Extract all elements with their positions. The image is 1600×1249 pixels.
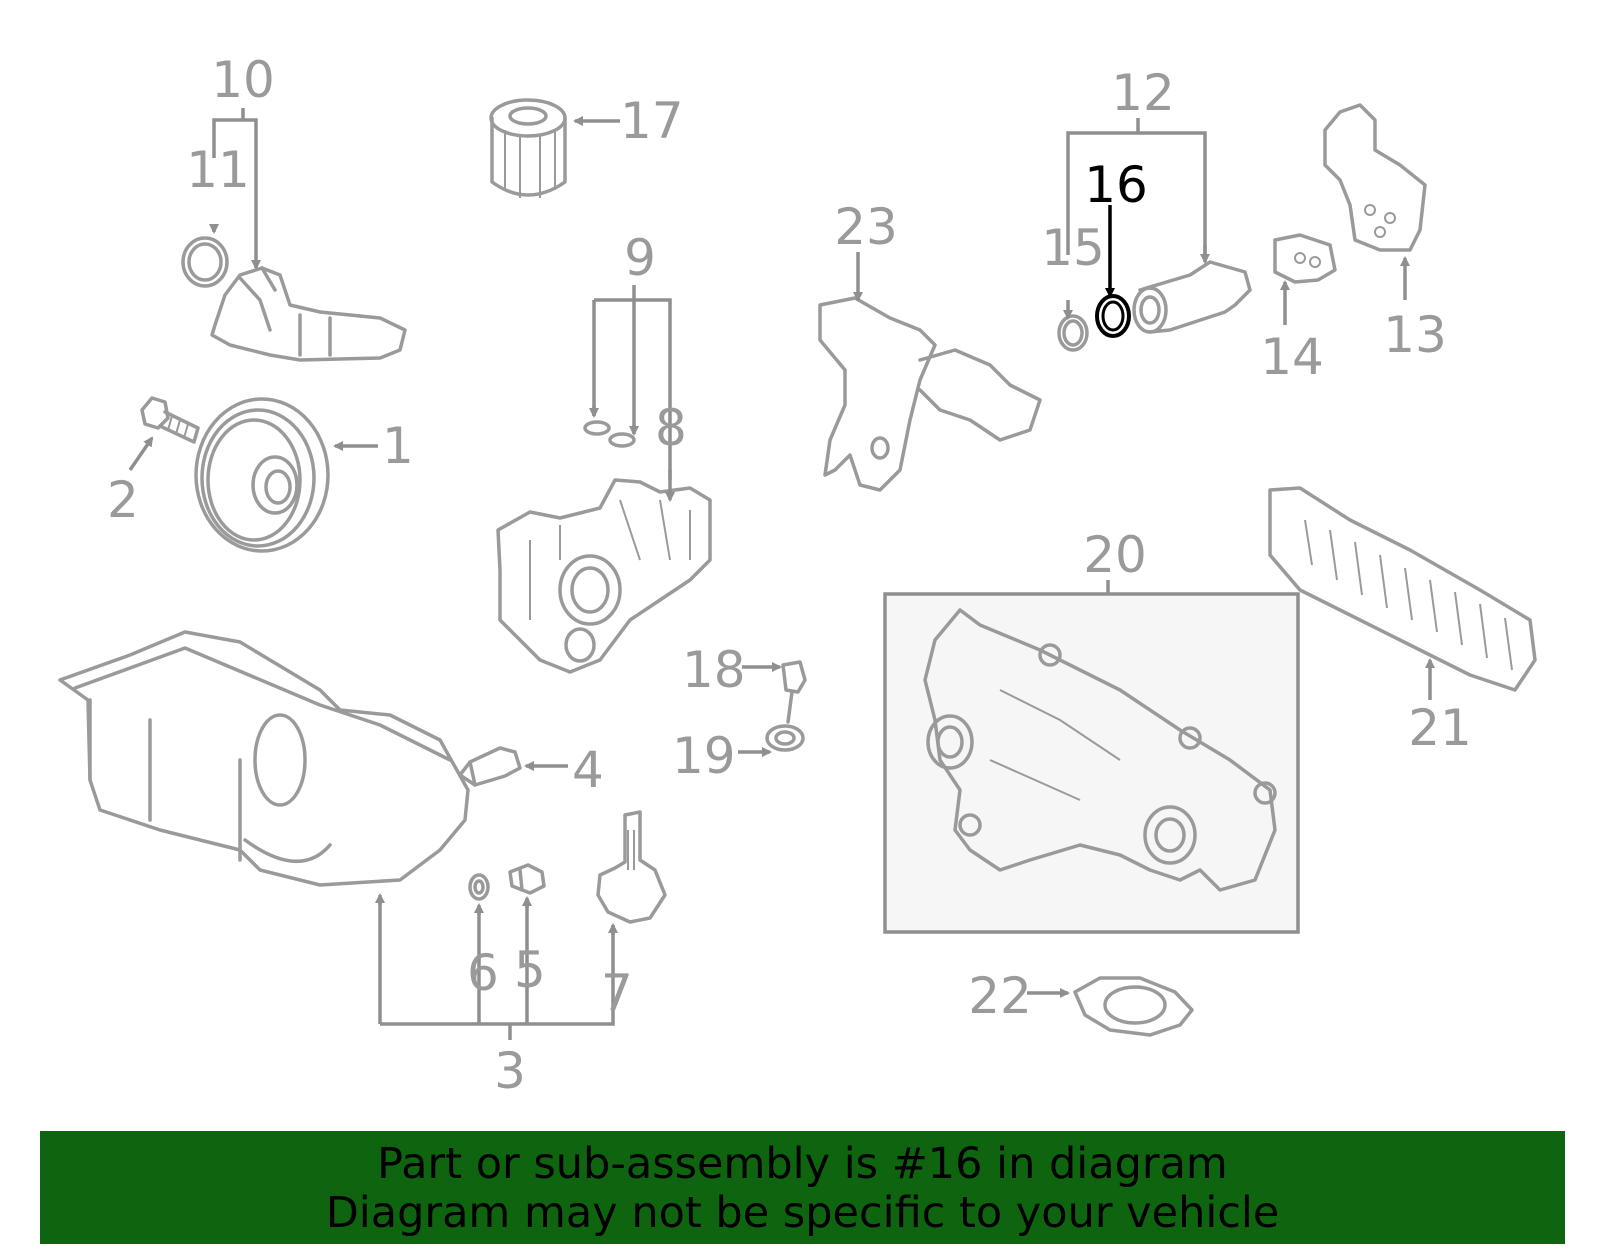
part-8-oil-pump[interactable] xyxy=(496,478,712,674)
callout-12: 12 xyxy=(1111,64,1175,122)
banner-line-2: Diagram may not be specific to your vehi… xyxy=(325,1188,1280,1238)
part-14-gasket[interactable] xyxy=(1273,233,1337,284)
callout-3: 3 xyxy=(494,1042,526,1100)
part-10-oil-pickup[interactable] xyxy=(210,266,407,362)
part-9-orings[interactable] xyxy=(583,420,636,448)
callout-22: 22 xyxy=(968,967,1032,1025)
part-18-sensor[interactable] xyxy=(781,660,807,724)
part-16-oring[interactable] xyxy=(1095,294,1131,338)
callout-19: 19 xyxy=(672,727,736,785)
callout-23: 23 xyxy=(834,198,898,256)
callout-4: 4 xyxy=(572,741,604,799)
part-23-bracket[interactable] xyxy=(818,296,1042,492)
callout-5: 5 xyxy=(514,941,546,999)
callout-1: 1 xyxy=(382,417,414,475)
callout-2: 2 xyxy=(107,471,139,529)
part-12-solenoid[interactable] xyxy=(1132,260,1252,334)
callout-16: 16 xyxy=(1084,156,1148,214)
info-banner: Part or sub-assembly is #16 in diagram D… xyxy=(40,1131,1565,1244)
part-22-gasket[interactable] xyxy=(1073,976,1194,1037)
part-11-oring[interactable] xyxy=(181,236,229,288)
part-1-pulley[interactable] xyxy=(194,397,330,553)
callout-13: 13 xyxy=(1383,306,1447,364)
part-7-level-sensor[interactable] xyxy=(596,810,667,924)
part-21-intake-gasket[interactable] xyxy=(1268,486,1537,692)
callout-8: 8 xyxy=(655,399,687,457)
callout-20: 20 xyxy=(1083,526,1147,584)
part-19-seal[interactable] xyxy=(765,724,805,752)
callout-10: 10 xyxy=(211,51,275,109)
callout-11: 11 xyxy=(186,141,250,199)
part-3-oil-pan[interactable] xyxy=(58,630,470,887)
part-13-valve[interactable] xyxy=(1323,103,1427,252)
part-5-drain-plug[interactable] xyxy=(508,863,546,895)
part-15-oring[interactable] xyxy=(1057,314,1089,352)
callout-18: 18 xyxy=(682,641,746,699)
callout-17: 17 xyxy=(620,92,684,150)
callout-6: 6 xyxy=(467,944,499,1002)
part-6-washer[interactable] xyxy=(468,873,490,901)
part-4-sensor[interactable] xyxy=(458,746,522,787)
callout-15: 15 xyxy=(1041,219,1105,277)
part-17-oil-filter[interactable] xyxy=(489,98,567,198)
callout-7: 7 xyxy=(601,964,633,1022)
callout-21: 21 xyxy=(1408,699,1472,757)
part-2-bolt[interactable] xyxy=(140,396,200,444)
callout-9: 9 xyxy=(624,229,656,287)
part-20-intake-manifold[interactable] xyxy=(883,592,1300,934)
banner-line-1: Part or sub-assembly is #16 in diagram xyxy=(377,1139,1228,1189)
callout-14: 14 xyxy=(1260,328,1324,386)
